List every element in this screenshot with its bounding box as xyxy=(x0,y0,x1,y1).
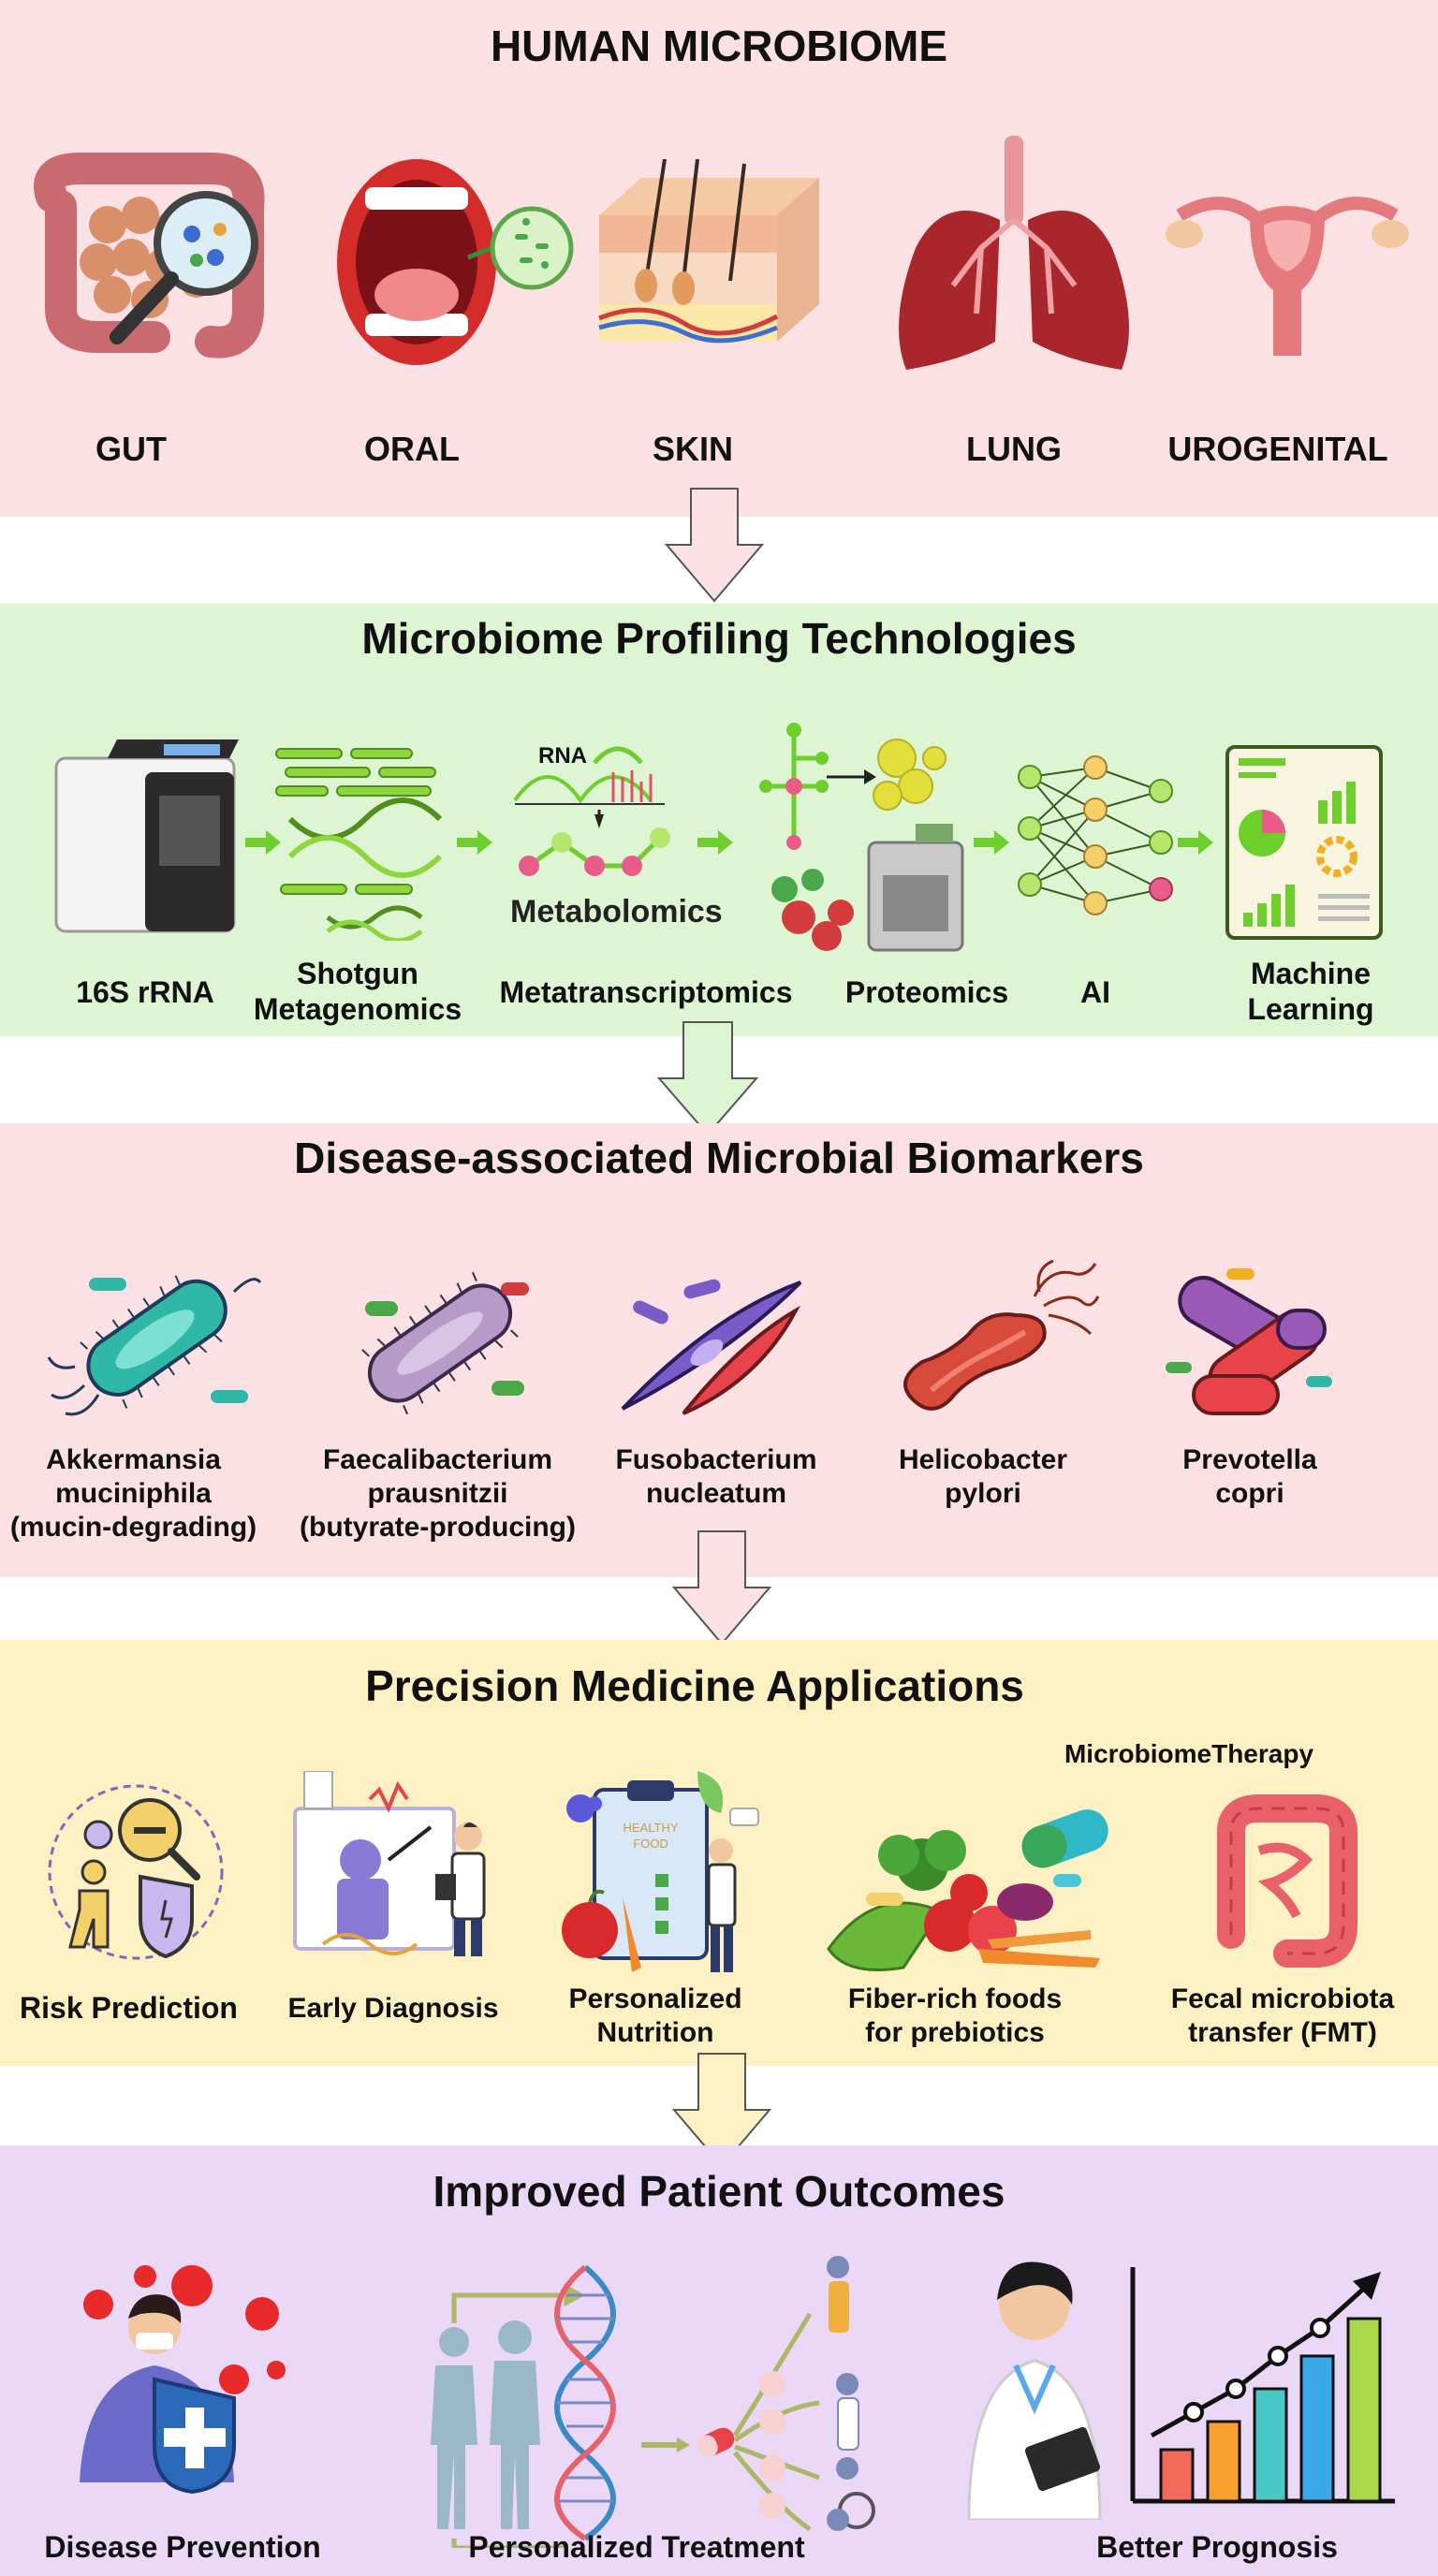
flow-arrow-1 xyxy=(664,488,765,603)
band-patient-outcomes: Improved Patient Outcomes Disease Preven… xyxy=(0,2145,1438,2576)
proteomics-icon xyxy=(759,723,964,952)
tech-label-metatranscriptomics: Metatranscriptomics xyxy=(499,975,793,1009)
prevotella-icon xyxy=(1166,1268,1332,1415)
helicobacter-icon xyxy=(903,1259,1100,1411)
early-diagnosis-icon xyxy=(293,1771,486,1956)
application-label-nutrition: Personalized Nutrition xyxy=(568,1983,742,2048)
section-title-outcomes: Improved Patient Outcomes xyxy=(433,2167,1005,2216)
tech-label-shotgun: Shotgun Metagenomics xyxy=(253,957,462,1027)
outcome-label-personalized-treatment: Personalized Treatment xyxy=(468,2530,805,2564)
biomarker-label-fusobacterium: Fusobacterium nucleatum xyxy=(615,1444,817,1509)
site-label-oral: ORAL xyxy=(364,430,460,468)
dna-treatment-icon xyxy=(431,2256,875,2548)
doctor-growth-chart-icon xyxy=(967,2261,1395,2520)
biomarker-label-faecalibacterium: Faecalibacterium prausnitzii (butyrate-p… xyxy=(300,1444,576,1543)
colon-icon xyxy=(1217,1794,1357,1968)
tech-label-ai: AI xyxy=(1080,975,1110,1009)
biomarker-label-prevotella: Prevotella copri xyxy=(1182,1444,1317,1509)
tech-label-proteomics: Proteomics xyxy=(844,975,1009,1009)
metabolomics-caption: Metabolomics xyxy=(510,894,723,929)
flow-arrow-4 xyxy=(671,2053,772,2168)
faecalibacterium-icon xyxy=(361,1271,529,1415)
mouth-icon xyxy=(337,159,574,365)
application-label-fiber: Fiber-rich foods for prebiotics xyxy=(847,1983,1063,2048)
application-label-fmt: Fecal microbiota transfer (FMT) xyxy=(1170,1983,1395,2048)
ml-report-icon xyxy=(1225,745,1383,940)
uterus-icon xyxy=(1166,197,1409,356)
section-title-profiling: Microbiome Profiling Technologies xyxy=(361,614,1077,663)
band-profiling-technologies: Microbiome Profiling Technologies 16S rR… xyxy=(0,604,1438,1036)
microbiome-therapy-label: MicrobiomeTherapy xyxy=(1064,1739,1314,1768)
flow-arrow-2 xyxy=(656,1021,759,1136)
dna-fragments-icon xyxy=(275,748,443,941)
shield-person-icon xyxy=(80,2265,286,2495)
site-label-gut: GUT xyxy=(95,430,167,468)
tech-arrow-4 xyxy=(974,830,1009,855)
band-human-microbiome: HUMAN MICROBIOME GUT ORAL xyxy=(0,0,1438,517)
application-label-early-diagnosis: Early Diagnosis xyxy=(287,1993,499,2024)
tech-label-ml: Machine Learning xyxy=(1247,957,1374,1027)
risk-prediction-icon xyxy=(48,1784,224,1960)
biomarker-label-helicobacter: Helicobacter pylori xyxy=(898,1444,1068,1509)
vegetables-icon xyxy=(827,1809,1108,1971)
band-microbial-biomarkers: Disease-associated Microbial Biomarkers … xyxy=(0,1123,1438,1577)
site-label-skin: SKIN xyxy=(652,430,733,468)
nutrition-clipboard-icon: HEALTHY FOOD xyxy=(562,1771,759,1972)
site-label-urogenital: UROGENITAL xyxy=(1167,430,1388,468)
intestine-icon xyxy=(34,153,265,359)
outcome-label-disease-prevention: Disease Prevention xyxy=(44,2530,321,2564)
section-title-human-microbiome: HUMAN MICROBIOME xyxy=(490,22,948,70)
healthy-food-caption-line2: FOOD xyxy=(633,1837,668,1851)
band-precision-medicine: Precision Medicine Applications Microbio… xyxy=(0,1640,1438,2066)
site-label-lung: LUNG xyxy=(966,430,1062,468)
fusobacterium-icon xyxy=(621,1279,802,1415)
section-title-biomarkers: Disease-associated Microbial Biomarkers xyxy=(294,1134,1144,1182)
section-title-precision-medicine: Precision Medicine Applications xyxy=(365,1661,1024,1710)
rna-caption: RNA xyxy=(538,743,587,768)
flow-arrow-3 xyxy=(671,1530,772,1646)
healthy-food-caption-line1: HEALTHY xyxy=(624,1821,679,1835)
outcome-label-better-prognosis: Better Prognosis xyxy=(1096,2530,1338,2564)
skin-icon xyxy=(598,159,819,344)
tech-label-16s: 16S rRNA xyxy=(76,975,214,1009)
tech-arrow-3 xyxy=(697,830,733,855)
tech-arrow-1 xyxy=(245,830,281,855)
application-label-risk-prediction: Risk Prediction xyxy=(20,1991,238,2025)
biomarker-label-akkermansia: Akkermansia muciniphila (mucin-degrading… xyxy=(9,1444,257,1543)
neural-network-icon xyxy=(1018,755,1173,915)
rna-metabolomics-icon: RNA Metabolomics xyxy=(510,743,723,929)
lung-icon xyxy=(899,136,1129,370)
sequencer-icon xyxy=(54,739,239,933)
akkermansia-icon xyxy=(47,1275,262,1416)
tech-arrow-2 xyxy=(457,830,492,855)
tech-arrow-5 xyxy=(1178,830,1213,855)
